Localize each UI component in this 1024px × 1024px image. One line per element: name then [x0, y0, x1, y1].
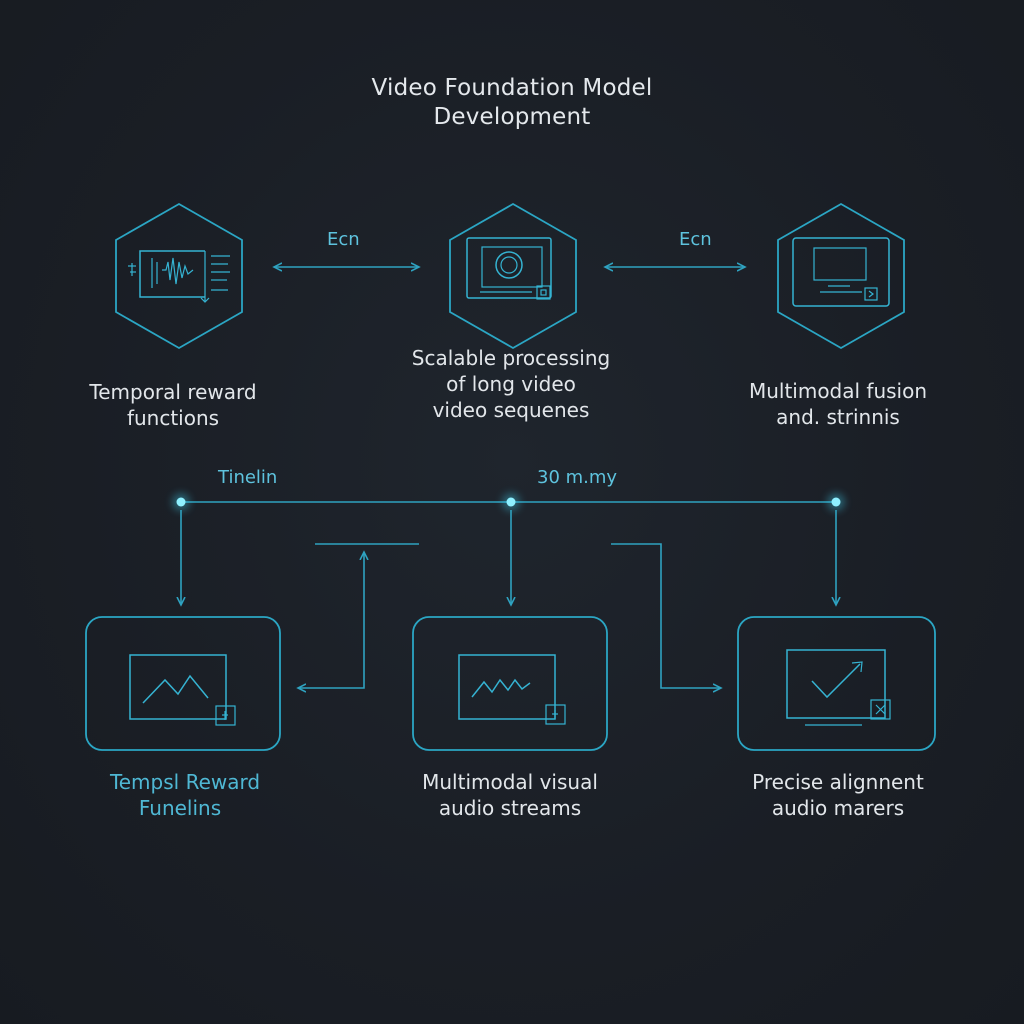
caption-line: Multimodal visual [422, 770, 598, 794]
caption-line: of long video [446, 372, 576, 396]
timeline-dot-right [827, 493, 845, 511]
caption-line: Temporal reward [89, 380, 257, 404]
diagram-title-line2: Development [433, 104, 591, 130]
timeline-dot-left [172, 493, 190, 511]
timeline-dot-center [502, 493, 520, 511]
hexagon-node-center [449, 202, 577, 350]
caption-line: Scalable processing [411, 346, 611, 370]
caption-line: audio streams [438, 796, 582, 820]
video-monitor-icon [466, 237, 552, 300]
connector-label-right: Ecn [679, 229, 712, 250]
loop-arrow-right [611, 543, 721, 688]
hexagon-node-right [777, 202, 905, 350]
bottom-node-center [412, 616, 608, 751]
reward-chart-icon [129, 654, 236, 726]
bottom-node-left [85, 616, 281, 751]
caption-line: Precise alignnent [752, 770, 924, 794]
multimodal-monitor-icon [792, 237, 890, 307]
caption-line: audio marers [771, 796, 905, 820]
caption-line: Funelins [138, 796, 222, 820]
caption-line: Tempsl Reward [109, 770, 261, 794]
caption-line: Multimodal fusion [748, 379, 928, 403]
stream-chart-icon [458, 654, 566, 725]
timeline-label-center: 30 m.my [537, 467, 618, 488]
caption-line: video sequenes [432, 398, 590, 422]
alignment-check-icon [786, 649, 891, 726]
diagram-title-line1: Video Foundation Model [371, 75, 653, 101]
timeline-label-left: Tinelin [218, 467, 278, 488]
connector-label-left: Ecn [327, 229, 360, 250]
caption-line: and. strinnis [776, 405, 900, 429]
caption-line: functions [126, 406, 220, 430]
bottom-node-right [737, 616, 936, 751]
loop-arrow-left [298, 552, 364, 688]
hexagon-node-left [115, 202, 243, 350]
waveform-icon [128, 250, 230, 303]
